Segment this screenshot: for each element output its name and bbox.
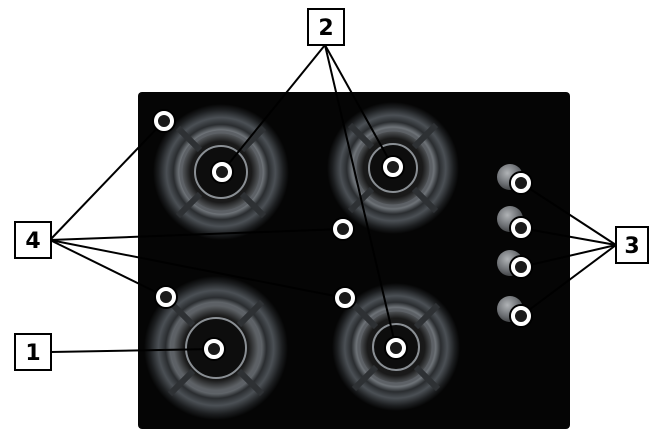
ignition-point-icon xyxy=(333,286,357,310)
callout-4-text: 4 xyxy=(25,229,40,254)
callout-3-text: 3 xyxy=(624,234,639,259)
burner-markers xyxy=(202,155,408,361)
callout-1-text: 1 xyxy=(25,341,40,366)
callout-1: 1 xyxy=(14,333,52,371)
leader-lines xyxy=(49,44,617,353)
ignition-markers xyxy=(152,109,357,310)
callout-2-text: 2 xyxy=(318,16,333,41)
callout-2: 2 xyxy=(307,8,345,46)
callout-4: 4 xyxy=(14,221,52,259)
ignition-point-icon xyxy=(331,217,355,241)
knob-markers xyxy=(509,171,533,328)
ignition-point-icon xyxy=(152,109,176,133)
ignition-point-icon xyxy=(154,285,178,309)
callout-3: 3 xyxy=(615,226,649,264)
